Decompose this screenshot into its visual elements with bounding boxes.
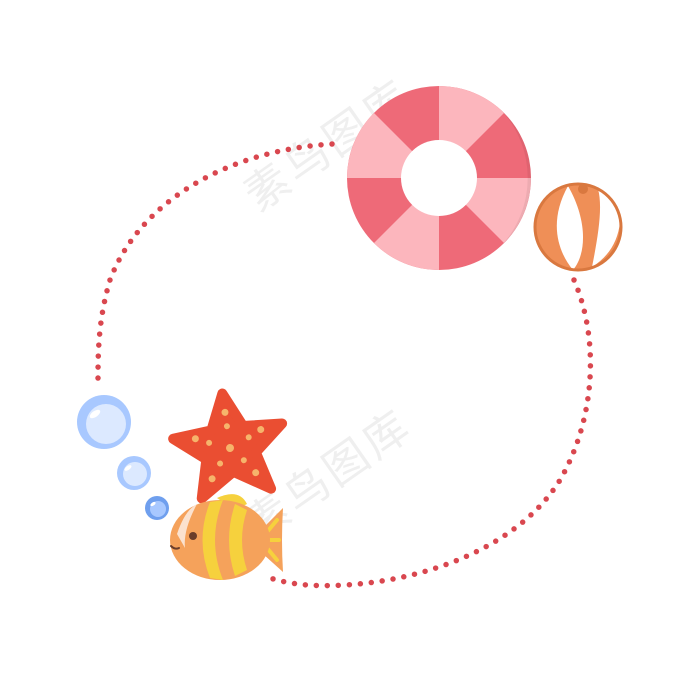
dotted-frame [95, 141, 594, 589]
dotted-arc-left [95, 141, 335, 383]
beach-ball-icon [533, 182, 623, 272]
bubble-icon [117, 456, 151, 490]
fish-icon [170, 494, 283, 580]
life-ring-icon [347, 86, 532, 270]
bubble-icon [77, 395, 131, 449]
bubble-icon [145, 496, 169, 520]
starfish-icon [168, 388, 288, 504]
bubbles [77, 395, 169, 520]
dotted-arc-right [267, 277, 594, 589]
